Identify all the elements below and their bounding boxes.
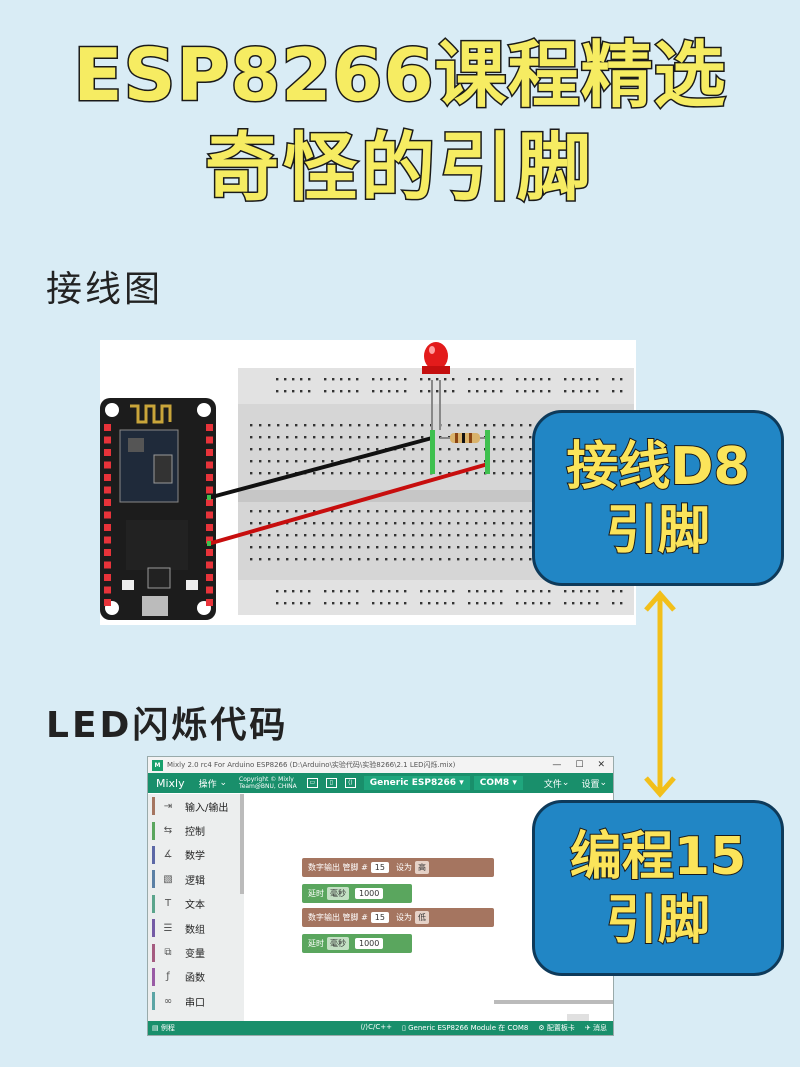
delay-value-1[interactable]: 1000 [355, 888, 384, 899]
category-color-bar [152, 845, 155, 864]
led-code-label: LED闪烁代码 [46, 705, 289, 746]
open-file-icon[interactable]: ▯ [325, 778, 337, 788]
lang-indicator[interactable]: ⟨/⟩C/C++ [360, 1023, 393, 1031]
category-label: 输入/输出 [185, 802, 229, 814]
category-color-bar [152, 967, 155, 986]
code-view-icon[interactable]: ⟨⟩ [344, 778, 356, 788]
category-item[interactable]: ∡ 数学 [148, 843, 244, 867]
maximize-icon[interactable]: ☐ [575, 760, 584, 770]
category-color-bar [152, 943, 155, 962]
board-info: ▯ Generic ESP8266 Module 在 COM8 [402, 1024, 529, 1032]
array-icon: ☰ [163, 922, 173, 934]
port-select[interactable]: COM8 ▾ [473, 776, 523, 790]
mixly-logo-icon: M [152, 759, 163, 771]
window-titlebar: M Mixly 2.0 rc4 For Arduino ESP8266 (D:\… [148, 757, 613, 773]
category-label: 控制 [185, 827, 205, 839]
category-color-bar [152, 919, 155, 938]
category-color-bar [152, 894, 155, 913]
workspace-scrollbar[interactable] [494, 1000, 613, 1004]
category-item[interactable]: ⇥ 输入/输出 [148, 794, 244, 818]
nodemcu-board [100, 398, 216, 620]
menu-settings[interactable]: 设置⌄ [581, 778, 607, 790]
callout-wiring-d8: 接线D8 引脚 [532, 410, 784, 586]
close-icon[interactable]: ✕ [597, 760, 605, 770]
red-wire [207, 462, 489, 546]
category-color-bar [152, 870, 155, 889]
board-select[interactable]: Generic ESP8266 ▾ [363, 776, 470, 790]
statusbar: ▤ 例程 ⟨/⟩C/C++ ▯ Generic ESP8266 Module 在… [148, 1021, 613, 1035]
category-label: 变量 [185, 949, 205, 961]
math-icon: ∡ [163, 849, 173, 861]
delay-value-2[interactable]: 1000 [355, 938, 384, 949]
menu-operate[interactable]: 操作 ⌄ [198, 778, 228, 790]
copyright: Copyright © Mixly Team@BNU, CHINA [239, 776, 297, 790]
examples-button[interactable]: ▤ 例程 [152, 1024, 175, 1032]
delay-block-2[interactable]: 延时 毫秒 1000 [302, 934, 412, 953]
category-label: 逻辑 [185, 875, 205, 887]
category-item[interactable]: ▧ 逻辑 [148, 867, 244, 891]
window-title: Mixly 2.0 rc4 For Arduino ESP8266 (D:\Ar… [167, 761, 456, 769]
category-item[interactable]: ☰ 数组 [148, 916, 244, 940]
category-item[interactable]: ∞ 串口 [148, 989, 244, 1013]
category-label: 数学 [185, 851, 205, 863]
serial-icon: ∞ [163, 995, 173, 1007]
level-high-dropdown[interactable]: 高 [414, 861, 429, 874]
page-title-line2: 奇怪的引脚 [204, 124, 595, 213]
category-color-bar [152, 821, 155, 840]
app-name: Mixly [156, 776, 185, 790]
double-arrow-icon [644, 590, 676, 798]
page-title-line1: ESP8266课程精选 [72, 32, 727, 119]
category-label: 文本 [185, 900, 205, 912]
category-item[interactable]: ⧉ 变量 [148, 940, 244, 964]
new-file-icon[interactable]: ▭ [306, 778, 318, 788]
wiring-diagram-label: 接线图 [46, 269, 164, 310]
callout-wiring-line2: 引脚 [605, 500, 711, 562]
category-item[interactable]: ƒ 函数 [148, 965, 244, 989]
function-icon: ƒ [166, 971, 170, 983]
menubar: Mixly 操作 ⌄ Copyright © Mixly Team@BNU, C… [148, 773, 613, 793]
logic-icon: ▧ [163, 873, 173, 885]
callout-code-pin15: 编程15 引脚 [532, 800, 784, 976]
black-wire [207, 436, 433, 500]
callout-code-line1: 编程15 [569, 826, 747, 888]
category-item[interactable]: T 文本 [148, 892, 244, 916]
menu-file[interactable]: 文件⌄ [543, 778, 570, 790]
category-color-bar [152, 797, 155, 816]
category-color-bar [152, 992, 155, 1011]
pin-field-1[interactable]: 15 [370, 862, 389, 873]
io-icon: ⇥ [163, 800, 173, 812]
variable-icon: ⧉ [164, 947, 172, 959]
config-board-button[interactable]: ⚙ 配置板卡 [538, 1024, 575, 1032]
digital-output-block-1[interactable]: 数字输出 管脚 # 15 设为 高 [302, 858, 494, 877]
callout-wiring-line1: 接线D8 [565, 436, 750, 498]
resistor [440, 433, 488, 443]
minimize-icon[interactable]: — [552, 760, 562, 770]
sidebar-scrollbar[interactable] [240, 794, 244, 894]
unit-dropdown-1[interactable]: 毫秒 [327, 887, 349, 900]
level-low-dropdown[interactable]: 低 [414, 911, 429, 924]
pin-field-2[interactable]: 15 [370, 912, 389, 923]
category-label: 函数 [185, 973, 205, 985]
category-sidebar: ⇥ 输入/输出 ⇆ 控制 ∡ 数学 ▧ 逻辑 T 文本 ☰ 数组 ⧉ 变量 ƒ 函数 ∞ 串口 [148, 794, 244, 1022]
digital-output-block-2[interactable]: 数字输出 管脚 # 15 设为 低 [302, 908, 494, 927]
messages-button[interactable]: ✈ 消息 [584, 1024, 607, 1032]
delay-block-1[interactable]: 延时 毫秒 1000 [302, 884, 412, 903]
control-icon: ⇆ [163, 825, 173, 837]
category-item[interactable]: ⇆ 控制 [148, 818, 244, 842]
category-label: 数组 [185, 924, 205, 936]
text-icon: T [164, 898, 172, 910]
unit-dropdown-2[interactable]: 毫秒 [327, 937, 349, 950]
category-label: 串口 [185, 997, 205, 1009]
callout-code-line2: 引脚 [605, 890, 711, 952]
led [422, 342, 450, 438]
